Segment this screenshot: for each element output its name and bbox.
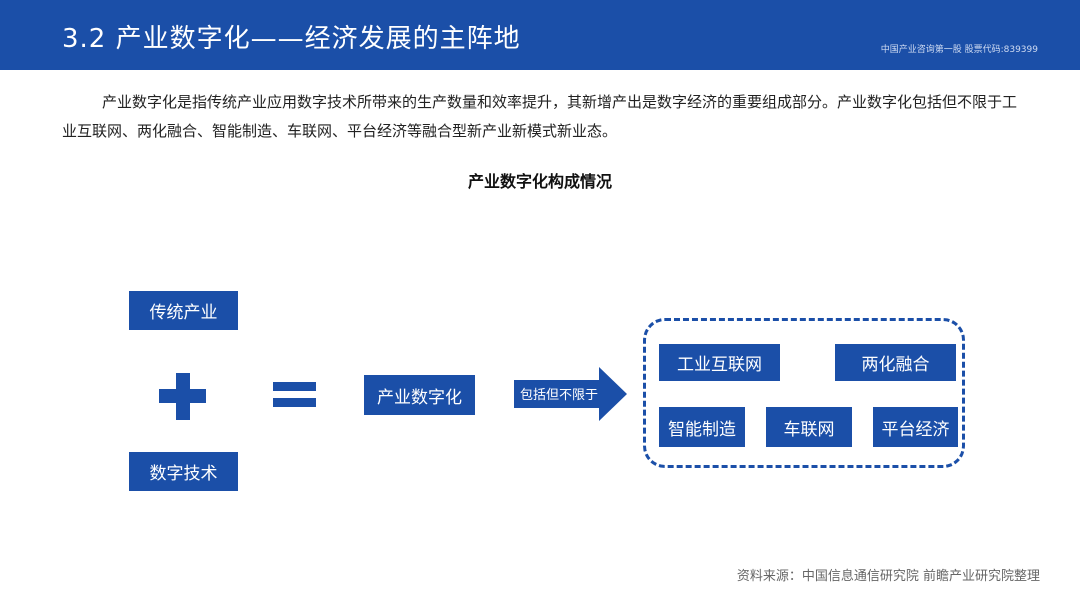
source-note: 资料来源：中国信息通信研究院 前瞻产业研究院整理 bbox=[736, 569, 1040, 584]
arrow-label: 包括但不限于 bbox=[519, 388, 598, 403]
output-box-connected-vehicles: 车联网 bbox=[766, 407, 852, 447]
intro-paragraph: 产业数字化是指传统产业应用数字技术所带来的生产数量和效率提升，其新增产出是数字经… bbox=[62, 93, 1018, 140]
figure-title: 产业数字化构成情况 bbox=[467, 172, 612, 191]
page-title: 3.2 产业数字化——经济发展的主阵地 bbox=[62, 24, 521, 54]
output-box-two-integration: 两化融合 bbox=[835, 344, 956, 381]
output-box-platform-economy: 平台经济 bbox=[873, 407, 958, 447]
header-bar: 3.2 产业数字化——经济发展的主阵地 中国产业咨询第一股 股票代码:83939… bbox=[0, 0, 1080, 70]
output-box-industrial-internet: 工业互联网 bbox=[659, 344, 780, 381]
output-box-smart-manufacturing: 智能制造 bbox=[659, 407, 745, 447]
input-box-traditional-industry: 传统产业 bbox=[129, 291, 238, 330]
input-box-digital-technology: 数字技术 bbox=[129, 452, 238, 491]
result-box-industry-digitalization: 产业数字化 bbox=[364, 375, 475, 415]
outputs-group bbox=[643, 318, 965, 468]
arrow-right-icon bbox=[514, 367, 627, 421]
header-subtitle: 中国产业咨询第一股 股票代码:839399 bbox=[880, 45, 1038, 55]
